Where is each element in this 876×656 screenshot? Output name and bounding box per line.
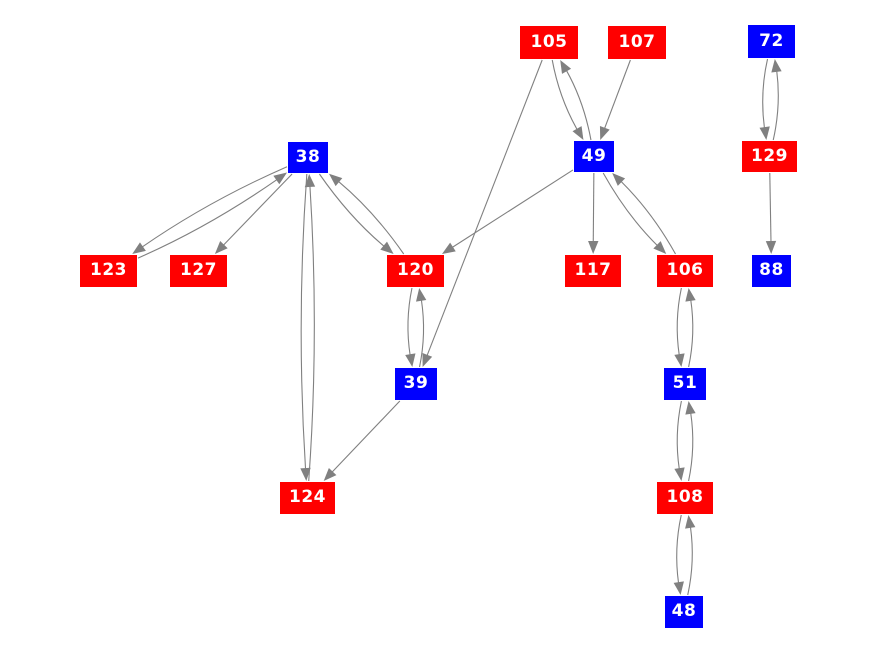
graph-node-label: 51 — [672, 373, 698, 393]
edge-line — [300, 173, 308, 470]
graph-node-88[interactable]: 88 — [752, 255, 791, 287]
edge-line — [141, 166, 288, 248]
graph-node-117[interactable]: 117 — [565, 255, 621, 287]
edge-arrowhead — [612, 173, 626, 186]
graph-node-38[interactable]: 38 — [288, 142, 328, 173]
edge-line — [308, 185, 315, 482]
edge-arrowhead — [572, 126, 584, 140]
graph-node-label: 120 — [397, 260, 434, 280]
edge-line — [687, 526, 693, 596]
edge-arrowhead — [304, 174, 316, 188]
graph-node-label: 48 — [671, 601, 697, 621]
graph-node-label: 108 — [666, 487, 704, 507]
edge-arrowhead — [685, 401, 696, 415]
edge-arrowhead — [588, 240, 599, 254]
edge-arrowhead — [442, 242, 456, 254]
edge-line — [337, 180, 405, 255]
edge-arrowhead — [329, 173, 343, 187]
edge-line — [772, 70, 779, 141]
edge-arrowhead — [300, 467, 311, 481]
edge-line — [676, 400, 682, 470]
edge-arrowhead — [685, 288, 696, 302]
edge-line — [451, 169, 574, 248]
graph-node-label: 105 — [530, 31, 568, 52]
edge-line — [688, 299, 694, 368]
edge-line — [769, 172, 772, 243]
graph-node-48[interactable]: 48 — [665, 596, 703, 628]
edge-line — [222, 173, 293, 246]
edge-line — [565, 70, 592, 141]
edge-line — [676, 514, 682, 584]
edge-line — [688, 412, 694, 482]
edge-arrowhead — [132, 242, 146, 254]
edge-arrowhead — [214, 241, 228, 254]
edge-arrowhead — [323, 467, 337, 481]
edge-line — [620, 180, 676, 255]
graph-node-124[interactable]: 124 — [280, 482, 335, 514]
graph-node-label: 107 — [618, 31, 656, 52]
graph-node-label: 123 — [90, 260, 127, 280]
graph-node-106[interactable]: 106 — [657, 255, 713, 287]
graph-node-129[interactable]: 129 — [742, 141, 797, 172]
edge-line — [137, 179, 278, 259]
edge-arrowhead — [422, 352, 433, 367]
graph-node-label: 88 — [759, 260, 784, 280]
edge-arrowhead — [771, 59, 782, 73]
edge-arrowhead — [685, 515, 696, 529]
graph-node-label: 39 — [403, 373, 429, 393]
edge-line — [418, 299, 425, 368]
edge-arrowhead — [759, 126, 770, 140]
graph-node-label: 49 — [581, 145, 607, 166]
edge-line — [426, 59, 543, 357]
edge-arrowhead — [599, 126, 610, 140]
edge-arrowhead — [405, 353, 416, 367]
edge-line — [592, 172, 595, 243]
graph-node-123[interactable]: 123 — [80, 255, 137, 287]
edge-line — [676, 287, 682, 356]
edge-arrowhead — [416, 288, 427, 302]
edge-line — [602, 172, 658, 247]
edge-line — [551, 59, 578, 130]
graph-node-label: 72 — [759, 30, 784, 51]
graph-node-label: 127 — [180, 260, 217, 280]
edge-arrowhead — [380, 241, 394, 254]
graph-node-127[interactable]: 127 — [170, 255, 227, 287]
edge-arrowhead — [674, 353, 685, 367]
edge-arrowhead — [273, 172, 287, 185]
graph-node-107[interactable]: 107 — [608, 26, 666, 59]
edge-line — [331, 400, 401, 473]
graph-node-49[interactable]: 49 — [574, 141, 614, 172]
graph-node-label: 106 — [666, 260, 704, 280]
edge-arrowhead — [673, 581, 684, 595]
graph-node-label: 124 — [289, 487, 326, 507]
graph-node-label: 129 — [751, 145, 788, 166]
graph-node-39[interactable]: 39 — [395, 368, 437, 400]
edge-line — [407, 287, 413, 356]
edge-line — [603, 59, 631, 129]
edge-line — [318, 173, 385, 247]
graph-node-108[interactable]: 108 — [657, 482, 713, 514]
graph-node-105[interactable]: 105 — [520, 26, 578, 59]
graph-node-label: 117 — [574, 260, 612, 280]
edge-arrowhead — [765, 240, 777, 254]
edge-line — [762, 58, 769, 129]
graph-node-label: 38 — [295, 146, 321, 167]
edge-arrowhead — [674, 467, 685, 481]
edge-arrowhead — [560, 60, 572, 74]
graph-node-120[interactable]: 120 — [387, 255, 444, 287]
graph-node-72[interactable]: 72 — [748, 25, 795, 58]
edge-arrowhead — [653, 241, 667, 254]
graph-node-51[interactable]: 51 — [664, 368, 706, 400]
